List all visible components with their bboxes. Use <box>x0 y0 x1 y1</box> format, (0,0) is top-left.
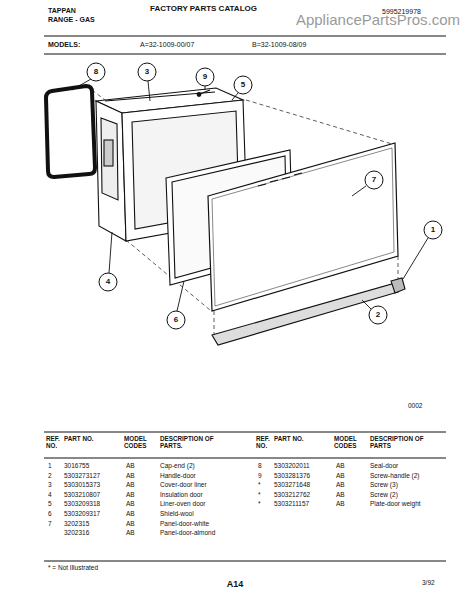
model-range: B=32-1009-08/09 <box>252 41 306 49</box>
callout-number: 2 <box>376 311 380 320</box>
table-cell: Handle-door <box>160 472 196 479</box>
table-cell: 5303212762 <box>274 491 310 498</box>
table-cell: AB <box>126 520 135 527</box>
table-header: MODEL CODES <box>124 436 154 450</box>
catalog-number: 5995219978 <box>382 8 421 16</box>
table-cell: AB <box>336 491 345 498</box>
table-cell: Panel-door-almond <box>160 529 215 536</box>
table-cell: 5303209317 <box>64 510 100 517</box>
table-cell: Screw (3) <box>370 481 398 488</box>
table-cell: Panel-door-white <box>160 520 209 527</box>
table-cell: Plate-door weight <box>370 500 421 507</box>
models-label: MODELS: <box>48 41 80 49</box>
table-cell: AB <box>126 481 135 488</box>
table-cell: 5303202011 <box>274 462 310 469</box>
table-cell: AB <box>336 500 345 507</box>
table-cell: * <box>258 491 261 498</box>
table-cell: Liner-oven door <box>160 500 206 507</box>
table-cell: 5303273127 <box>64 472 100 479</box>
table-cell: * <box>258 481 261 488</box>
table-header: PART NO. <box>64 436 94 443</box>
table-cell: 7 <box>48 520 52 527</box>
product: RANGE - GAS <box>48 16 95 24</box>
table-cell: 4 <box>48 491 52 498</box>
callout-number: 6 <box>174 316 178 325</box>
table-cell: Seal-door <box>370 462 398 469</box>
table-cell: 5303211157 <box>274 500 309 507</box>
table-cell: AB <box>126 510 135 517</box>
date-code: 3/92 <box>422 579 435 586</box>
catalog-title: FACTORY PARTS CATALOG <box>150 5 257 14</box>
brand: TAPPAN <box>48 7 76 15</box>
callout-number: 8 <box>94 68 98 77</box>
table-cell: Screw-handle (2) <box>370 472 420 479</box>
table-cell: 3016755 <box>64 462 89 469</box>
table-cell: 8 <box>258 462 262 469</box>
table-cell: 6 <box>48 510 52 517</box>
callout-number: 9 <box>203 73 207 82</box>
table-cell: AB <box>336 462 345 469</box>
table-cell: 5303281376 <box>274 472 310 479</box>
table-cell: Insulation door <box>160 491 203 498</box>
callout-number: 7 <box>372 176 376 185</box>
drawing-code: 0002 <box>408 402 422 409</box>
table-header: PART NO. <box>274 436 304 443</box>
table-cell: 3202316 <box>64 529 89 536</box>
table-header: REF. NO. <box>46 436 64 450</box>
watermark: AppliancePartsPros.com <box>296 12 460 29</box>
table-cell: Screw (2) <box>370 491 398 498</box>
model-range: A=32-1009-00/07 <box>140 41 194 49</box>
table-cell: AB <box>336 481 345 488</box>
table-header: DESCRIPTION OF PARTS. <box>160 436 222 450</box>
table-cell: AB <box>336 472 345 479</box>
table-cell: Cover-door liner <box>160 481 207 488</box>
table-cell: 9 <box>258 472 262 479</box>
table-cell: Shield-wool <box>160 510 194 517</box>
table-cell: 5303209318 <box>64 500 100 507</box>
table-cell: AB <box>126 462 135 469</box>
table-header: MODEL CODES <box>334 436 364 450</box>
callout-number: 3 <box>145 68 149 77</box>
table-cell: AB <box>126 529 135 536</box>
table-cell: 5303015373 <box>64 481 100 488</box>
table-cell: AB <box>126 472 135 479</box>
table-cell: * <box>258 500 261 507</box>
callout-number: 5 <box>241 81 245 90</box>
page-number: A14 <box>227 580 244 590</box>
table-cell: Cap-end (2) <box>160 462 195 469</box>
table-cell: 1 <box>48 462 52 469</box>
table-cell: 5303271648 <box>274 481 310 488</box>
table-cell: AB <box>126 491 135 498</box>
table-cell: 3202315 <box>64 520 89 527</box>
table-cell: 5 <box>48 500 52 507</box>
callout-number: 4 <box>106 278 110 287</box>
table-cell: AB <box>126 500 135 507</box>
callout-number: 1 <box>431 226 435 235</box>
footnote: * = Not Illustrated <box>48 564 98 571</box>
table-cell: 5303210807 <box>64 491 100 498</box>
table-header: DESCRIPTION OF PARTS <box>370 436 432 450</box>
table-cell: 3 <box>48 481 52 488</box>
table-cell: 2 <box>48 472 52 479</box>
table-header: REF. NO. <box>256 436 274 450</box>
